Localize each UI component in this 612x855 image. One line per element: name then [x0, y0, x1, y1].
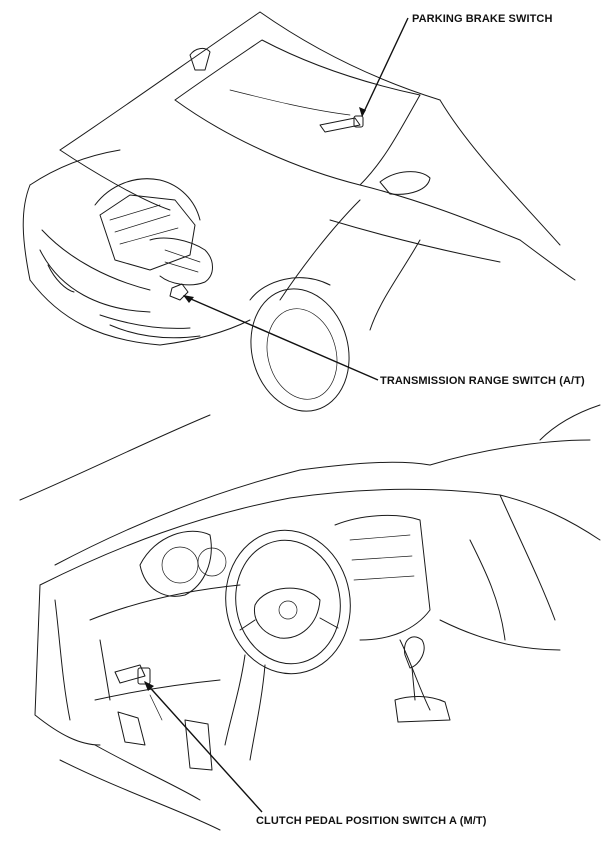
transmission-range-arrowhead	[183, 295, 194, 303]
parking-brake-leader-line	[361, 17, 409, 117]
car-exterior-drawing	[22, 11, 576, 412]
clutch-pedal-arrowhead	[144, 681, 154, 691]
clutch-pedal-leader-line	[144, 681, 263, 813]
transmission-range-leader-line	[183, 295, 379, 381]
transmission-range-switch-label: TRANSMISSION RANGE SWITCH (A/T)	[380, 375, 585, 387]
parking-brake-arrowhead	[359, 107, 366, 117]
clutch-pedal-switch-label: CLUTCH PEDAL POSITION SWITCH A (M/T)	[256, 815, 487, 827]
interior-dashboard-drawing	[19, 404, 601, 831]
parking-brake-switch-label: PARKING BRAKE SWITCH	[412, 13, 553, 25]
transmission-range-callout: TRANSMISSION RANGE SWITCH (A/T)	[183, 295, 585, 387]
parking-brake-callout: PARKING BRAKE SWITCH	[359, 13, 553, 117]
clutch-pedal-callout: CLUTCH PEDAL POSITION SWITCH A (M/T)	[144, 681, 487, 827]
